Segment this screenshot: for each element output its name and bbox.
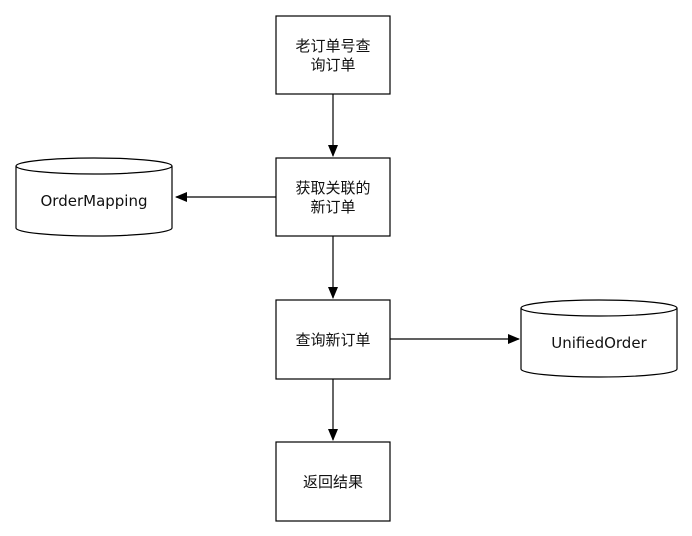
node-old-order-query-line1: 老订单号查: [295, 37, 370, 55]
db-order-mapping: OrderMapping: [15, 157, 173, 237]
node-old-order-query-line2: 询订单: [310, 56, 355, 74]
node-get-linked-order-line2: 新订单: [310, 198, 355, 216]
node-old-order-query: 老订单号查 询订单: [275, 15, 391, 95]
db-order-mapping-label: OrderMapping: [41, 192, 148, 210]
db-unified-order: UnifiedOrder: [520, 299, 678, 378]
node-return-result-label: 返回结果: [303, 473, 363, 491]
node-query-new-order: 查询新订单: [275, 299, 391, 380]
node-query-new-order-label: 查询新订单: [295, 331, 370, 349]
node-get-linked-order: 获取关联的 新订单: [275, 157, 391, 237]
node-return-result: 返回结果: [275, 441, 391, 522]
db-unified-order-label: UnifiedOrder: [551, 334, 647, 352]
node-get-linked-order-line1: 获取关联的: [295, 179, 370, 197]
